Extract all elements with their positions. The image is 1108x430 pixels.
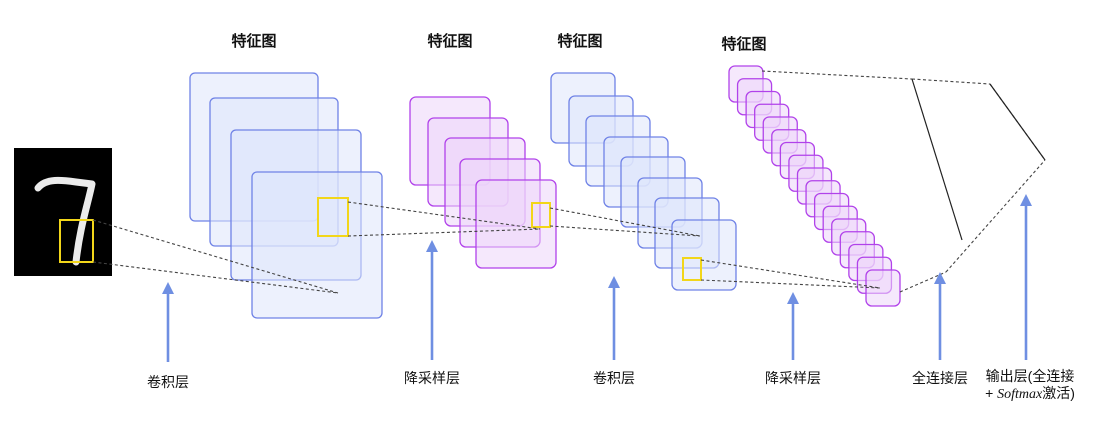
arrow-conv1-head bbox=[162, 282, 174, 294]
proj-input-bottom bbox=[92, 261, 339, 294]
proj-conv2-top bbox=[700, 259, 881, 289]
fc-connection-line bbox=[911, 78, 963, 241]
conv2-feature-map-8 bbox=[671, 219, 737, 291]
proj-conv2-bottom bbox=[700, 279, 881, 289]
arrow-pool2-head bbox=[787, 292, 799, 304]
arrow-pool1-head bbox=[426, 240, 438, 252]
fc-top-edge bbox=[911, 78, 991, 85]
proj-output-bottom bbox=[945, 159, 1046, 273]
digit-seven-stroke bbox=[34, 176, 96, 266]
arrow-conv2-head bbox=[608, 276, 620, 288]
proj-conv1-top bbox=[347, 201, 541, 230]
input-receptive-window bbox=[59, 219, 94, 263]
proj-fc-bottom bbox=[899, 271, 947, 293]
output-connection-line bbox=[989, 83, 1046, 161]
input-image bbox=[14, 148, 112, 276]
conv-layer-label-2: 卷积层 bbox=[593, 370, 635, 386]
pooling-layer-label-2: 降采样层 bbox=[765, 370, 821, 386]
output-layer-label: 输出层(全连接 + Softmax激活) bbox=[985, 368, 1075, 403]
proj-conv1-bottom bbox=[347, 228, 541, 237]
conv-layer-label-1: 卷积层 bbox=[147, 374, 189, 390]
proj-fc-top bbox=[761, 70, 913, 80]
pool1-receptive-window bbox=[531, 202, 551, 228]
conv2-receptive-window bbox=[682, 257, 702, 281]
output-plus: + bbox=[985, 385, 994, 401]
proj-pool1-top bbox=[549, 207, 701, 237]
fully-connected-label: 全连接层 bbox=[912, 370, 968, 386]
feature-map-label-4: 特征图 bbox=[721, 36, 767, 53]
pool2-feature-map-17 bbox=[865, 269, 901, 307]
feature-map-label-3: 特征图 bbox=[557, 33, 603, 50]
feature-map-label-2: 特征图 bbox=[427, 33, 473, 50]
arrow-output-head bbox=[1020, 194, 1032, 206]
feature-map-label-1: 特征图 bbox=[231, 33, 277, 50]
output-layer-label-line2: + Softmax激活) bbox=[985, 385, 1075, 403]
proj-input-top bbox=[92, 219, 339, 294]
conv1-feature-map-4 bbox=[251, 171, 383, 319]
pool1-feature-map-5 bbox=[475, 179, 557, 269]
softmax-text: Softmax bbox=[997, 387, 1043, 402]
conv1-receptive-window bbox=[317, 197, 349, 237]
pooling-layer-label-1: 降采样层 bbox=[404, 370, 460, 386]
output-activation-text: 激活) bbox=[1042, 385, 1075, 401]
arrow-fc-head bbox=[934, 272, 946, 284]
output-layer-label-line1: 输出层(全连接 bbox=[985, 368, 1075, 384]
